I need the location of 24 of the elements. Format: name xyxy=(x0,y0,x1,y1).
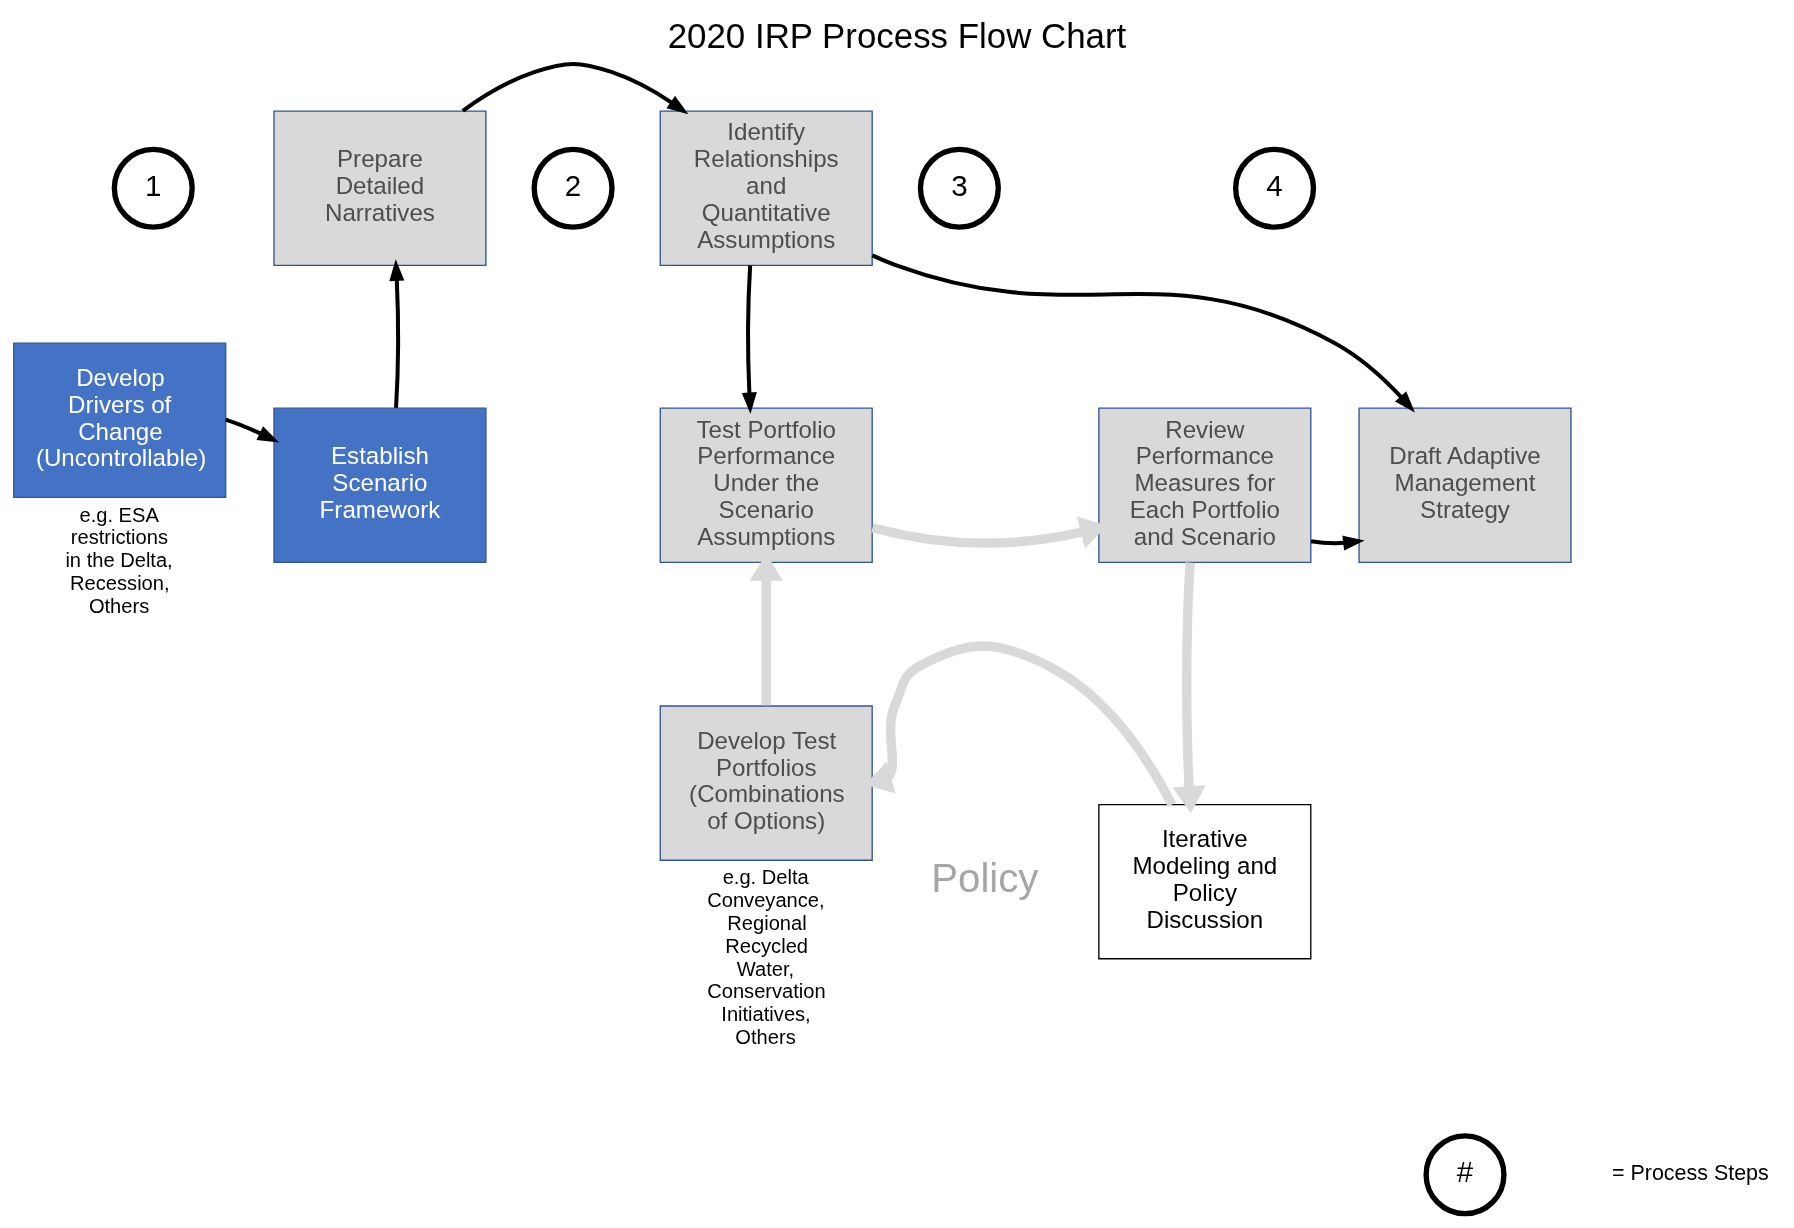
node-circle: 1 xyxy=(111,146,195,230)
node-label: e.g. ESA restrictions in the Delta, Recession, Others xyxy=(65,503,173,617)
legend-label: = Process Steps xyxy=(1611,1160,1769,1185)
arrow xyxy=(1310,535,1365,551)
arrow xyxy=(741,265,757,414)
arrow xyxy=(461,62,689,115)
node-box: Iterative Modeling and Policy Discussion xyxy=(1098,803,1312,960)
arrow xyxy=(871,253,1415,413)
arrow xyxy=(1172,562,1206,814)
node-circle: 3 xyxy=(917,146,1001,230)
node-box: Establish Scenario Framework xyxy=(273,407,487,564)
node-label: e.g. Delta Conveyance, Regional Recycled Water, Conservation Initiatives, Others xyxy=(707,866,826,1048)
node-box: Draft Adaptive Management Strategy xyxy=(1358,407,1572,564)
node-circle: 4 xyxy=(1233,146,1317,230)
node-box: Identify Relationships and Quantitative Assumptions xyxy=(659,110,873,267)
arrow xyxy=(225,417,280,443)
diagram-title: 2020 IRP Process Flow Chart xyxy=(667,15,1127,55)
node-circle: 2 xyxy=(531,146,615,230)
arrow xyxy=(389,259,405,409)
node-box: Prepare Detailed Narratives xyxy=(273,110,487,267)
label: Policy xyxy=(931,855,1039,901)
node-box: Review Performance Measures for Each Portfolio and Scenario xyxy=(1098,407,1312,564)
node-circle: # xyxy=(1423,1133,1507,1217)
node-box: Test Portfolio Performance Under the Scenario Assumptions xyxy=(659,407,873,564)
